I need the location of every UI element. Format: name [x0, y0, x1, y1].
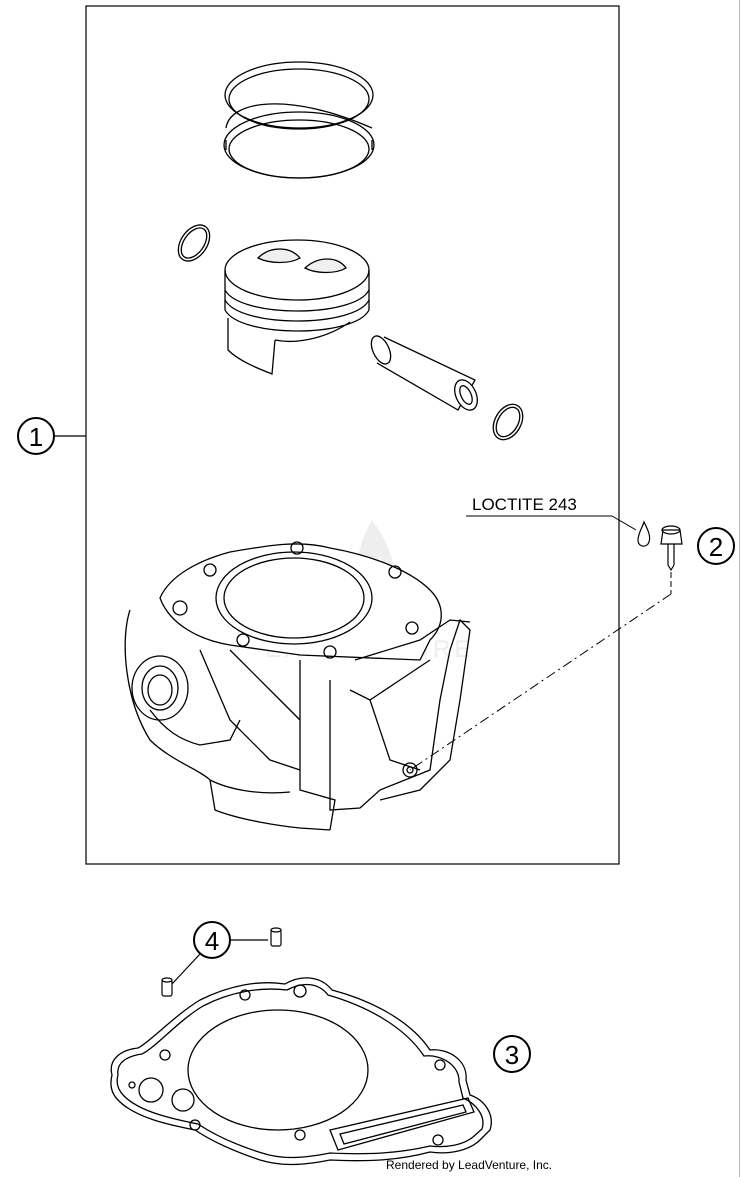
- page-edge-line: [739, 0, 740, 1177]
- callout-4-label: 4: [205, 926, 219, 956]
- screw-install-line-diagonal: [409, 593, 672, 771]
- loctite-note: LOCTITE 243: [466, 495, 637, 531]
- circlip-left: [177, 224, 211, 262]
- cylinder-gasket: [110, 977, 492, 1166]
- callout-3: 3: [493, 1035, 531, 1073]
- screw: [637, 520, 683, 572]
- callout-4: 4: [171, 921, 268, 985]
- piston-pin: [370, 335, 478, 411]
- dowel-pins: [161, 927, 282, 997]
- callout-3-label: 3: [505, 1040, 519, 1070]
- callout-2: 2: [697, 527, 735, 565]
- circlip-right: [492, 403, 524, 441]
- piston: [224, 239, 370, 375]
- kit-frame: [85, 5, 620, 865]
- callout-2-label: 2: [709, 532, 723, 562]
- callout-1: 1: [17, 417, 86, 455]
- callout-1-label: 1: [29, 422, 43, 452]
- cylinder: [124, 541, 471, 831]
- piston-rings: [223, 61, 375, 179]
- loctite-label: LOCTITE 243: [472, 495, 577, 514]
- render-credit: Rendered by LeadVenture, Inc.: [386, 1158, 553, 1172]
